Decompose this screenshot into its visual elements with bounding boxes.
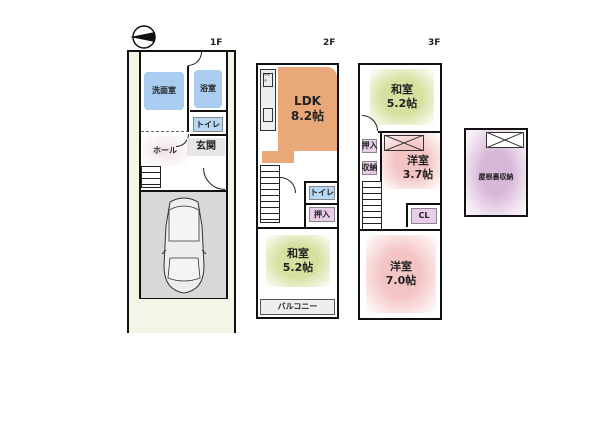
room-size: 5.2帖 (282, 261, 314, 274)
room-size: 5.2帖 (386, 97, 418, 110)
room-size: 7.0帖 (385, 274, 417, 287)
north-arrow-icon (130, 25, 156, 49)
floor-plan-attic: 屋根裏収納 (464, 128, 528, 217)
stairs (362, 181, 382, 231)
room-size: 8.2帖 (290, 109, 325, 123)
room-toilet: トイレ (190, 114, 226, 136)
room-name: 洋室 (407, 154, 429, 168)
hatch-icon (486, 132, 524, 148)
stairs (260, 165, 280, 223)
hatch-icon (384, 135, 424, 151)
room-name: LDK (294, 94, 321, 108)
room-western-large: 洋室 7.0帖 (366, 235, 436, 313)
room-attic-storage: 屋根裏収納 (478, 172, 514, 181)
room-japanese: 和室 5.2帖 (266, 235, 330, 287)
compass (128, 24, 156, 50)
sink-icon (263, 108, 273, 122)
floor-label-1f: 1F (210, 38, 223, 48)
room-toilet: トイレ (304, 181, 337, 205)
room-japanese: 和室 5.2帖 (370, 69, 434, 125)
room-entrance: 玄関 (187, 138, 225, 156)
stairs (141, 166, 161, 188)
floor-plan-3f: 和室 5.2帖 押入 収納 洋室 3.7帖 CL 洋室 7.0帖 (358, 63, 442, 320)
floor-label-2f: 2F (323, 38, 336, 48)
room-washroom: 洗面室 (141, 66, 189, 132)
room-name: 和室 (391, 83, 413, 97)
room-bathroom: 浴室 (190, 66, 226, 112)
room-ldk: LDK 8.2帖 (278, 67, 337, 151)
room-western-small: 洋室 3.7帖 (380, 133, 440, 189)
room-label: 洗面室 (144, 72, 184, 110)
room-name: 和室 (287, 247, 309, 261)
room-label: トイレ (193, 117, 223, 132)
floor-label-3f: 3F (428, 38, 441, 48)
room-label: 押入 (309, 207, 335, 222)
room-name: 洋室 (390, 260, 412, 274)
stove-icon: °°° (263, 73, 273, 87)
room-label: 浴室 (194, 70, 222, 108)
kitchen-counter: °°° (260, 69, 276, 131)
room-closet: 押入 (304, 205, 337, 227)
floor-plan-1f: 洗面室 浴室 トイレ ホール 玄関 (127, 50, 236, 333)
room-closet: 押入 (362, 139, 378, 153)
car-icon (161, 197, 207, 294)
floor-plan-2f: °°° LDK 8.2帖 トイレ 押入 和室 5.2帖 バルコニー (256, 63, 339, 319)
room-garage (141, 190, 226, 298)
room-cl: CL (406, 203, 440, 227)
room-size: 3.7帖 (402, 168, 434, 181)
room-balcony: バルコニー (260, 299, 335, 315)
room-label: トイレ (309, 186, 335, 200)
room-storage: 収納 (362, 161, 378, 175)
room-label: CL (411, 208, 437, 224)
